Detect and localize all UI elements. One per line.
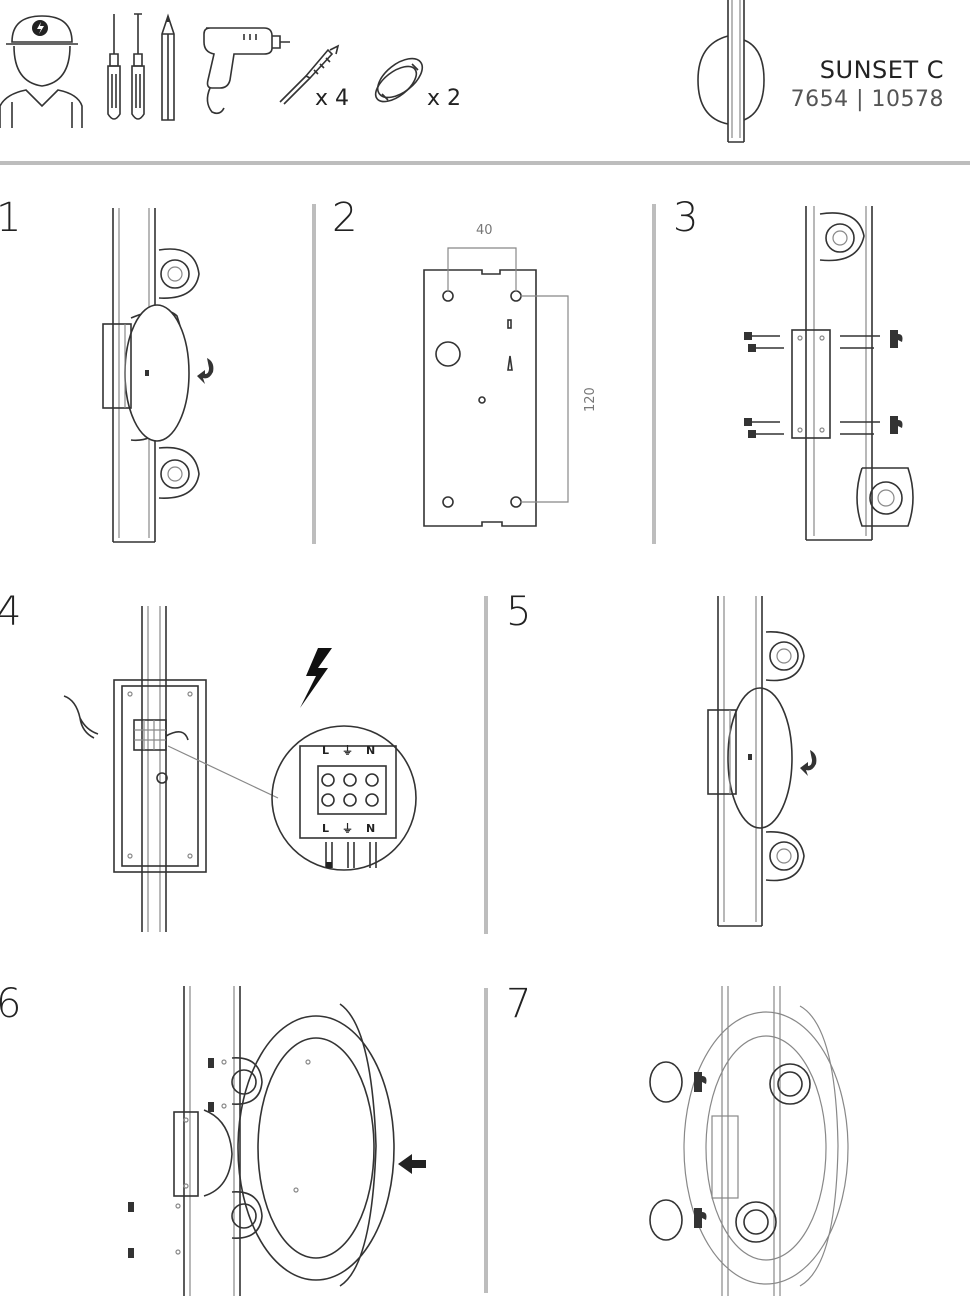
step-number-5: 5 xyxy=(506,589,532,635)
screwdrivers-icon xyxy=(107,13,145,120)
product-codes: 7654 | 10578 xyxy=(790,87,944,112)
step-number-2: 2 xyxy=(332,195,358,241)
product-name: SUNSET C xyxy=(819,56,944,84)
product-thumbnail xyxy=(697,0,765,143)
step-1-illustration xyxy=(102,208,214,543)
drill-icon xyxy=(203,27,290,115)
divider-6-7 xyxy=(484,988,488,1293)
pencil-icon xyxy=(161,13,175,121)
cap-quantity: x 2 xyxy=(427,86,462,111)
dimension-height: 120 xyxy=(583,387,598,412)
step-2-illustration: 40 120 xyxy=(423,223,598,527)
divider-4-5 xyxy=(484,596,488,934)
terminal-label-earth-top: ⏚ xyxy=(342,744,353,757)
step-4-illustration: L ⏚ N L ⏚ N xyxy=(63,606,417,932)
divider-1-2 xyxy=(312,204,316,544)
step-number-1: 1 xyxy=(0,195,22,241)
header-divider xyxy=(0,161,970,165)
step-number-3: 3 xyxy=(673,195,699,241)
terminal-label-L-top: L xyxy=(322,744,329,757)
terminal-label-L-bottom: L xyxy=(322,822,329,835)
step-7-illustration xyxy=(649,986,849,1296)
divider-2-3 xyxy=(652,204,656,544)
terminal-label-N-bottom: N xyxy=(366,822,375,835)
mounting-cap-icon xyxy=(374,57,424,103)
terminal-label-earth-bottom: ⏚ xyxy=(342,822,353,835)
step-6-illustration xyxy=(128,986,426,1296)
step-number-6: 6 xyxy=(0,981,22,1027)
screw-anchor-icon xyxy=(279,44,340,105)
step-number-7: 7 xyxy=(506,981,532,1027)
step-5-illustration xyxy=(707,596,817,927)
electrician-icon xyxy=(0,15,83,128)
step-number-4: 4 xyxy=(0,589,22,635)
step-3-illustration xyxy=(744,206,914,541)
dimension-width: 40 xyxy=(476,223,493,238)
terminal-label-N-top: N xyxy=(366,744,375,757)
anchor-quantity: x 4 xyxy=(315,86,350,111)
